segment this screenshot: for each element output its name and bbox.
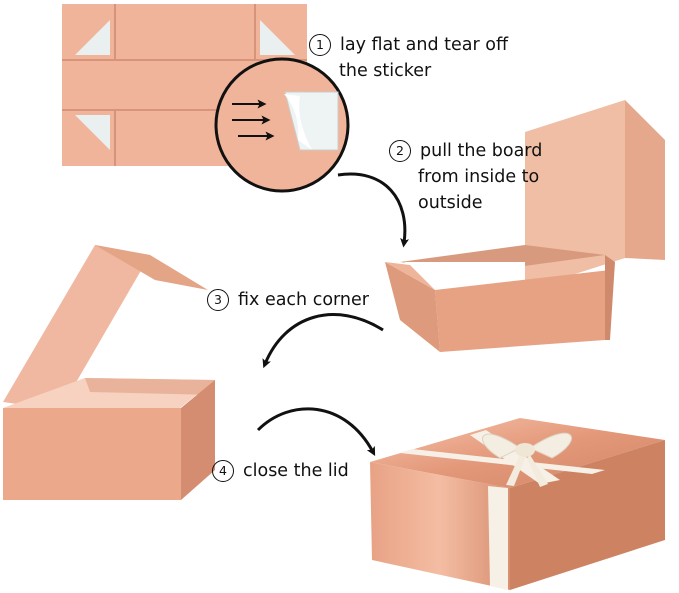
step-2-number: 2: [389, 140, 411, 162]
step-2-line-3: outside: [418, 193, 483, 213]
step-2-line-2: from inside to: [418, 167, 540, 187]
step-1-number: 1: [309, 34, 331, 56]
closed-box-with-ribbon: [370, 418, 665, 590]
step-1-label: 1 lay flat and tear off the sticker: [309, 32, 508, 84]
step-3-line-1: fix each corner: [238, 290, 369, 310]
step-2-line-1: pull the board: [420, 141, 543, 161]
step-4-label: 4 close the lid: [212, 458, 349, 484]
magnifier-circle: [214, 57, 350, 193]
sticker-bottom-left: [75, 115, 110, 150]
step-2-label: 2 pull the board from inside to outside: [389, 138, 542, 216]
sticker-top-right: [260, 20, 295, 55]
step-4-line-1: close the lid: [243, 461, 349, 481]
open-box-lid-up: [3, 245, 215, 500]
curved-arrow-icon: [256, 407, 376, 456]
curved-arrow-icon: [337, 172, 410, 248]
step-3-label: 3 fix each corner: [207, 287, 369, 313]
curved-arrow-icon: [262, 313, 384, 369]
box-unfolding: [385, 100, 665, 352]
sticker-top-left: [75, 20, 110, 55]
step-1-line-1: lay flat and tear off: [340, 35, 509, 55]
step-1-line-2: the sticker: [339, 61, 432, 81]
step-4-number: 4: [212, 460, 234, 482]
step-3-number: 3: [207, 289, 229, 311]
